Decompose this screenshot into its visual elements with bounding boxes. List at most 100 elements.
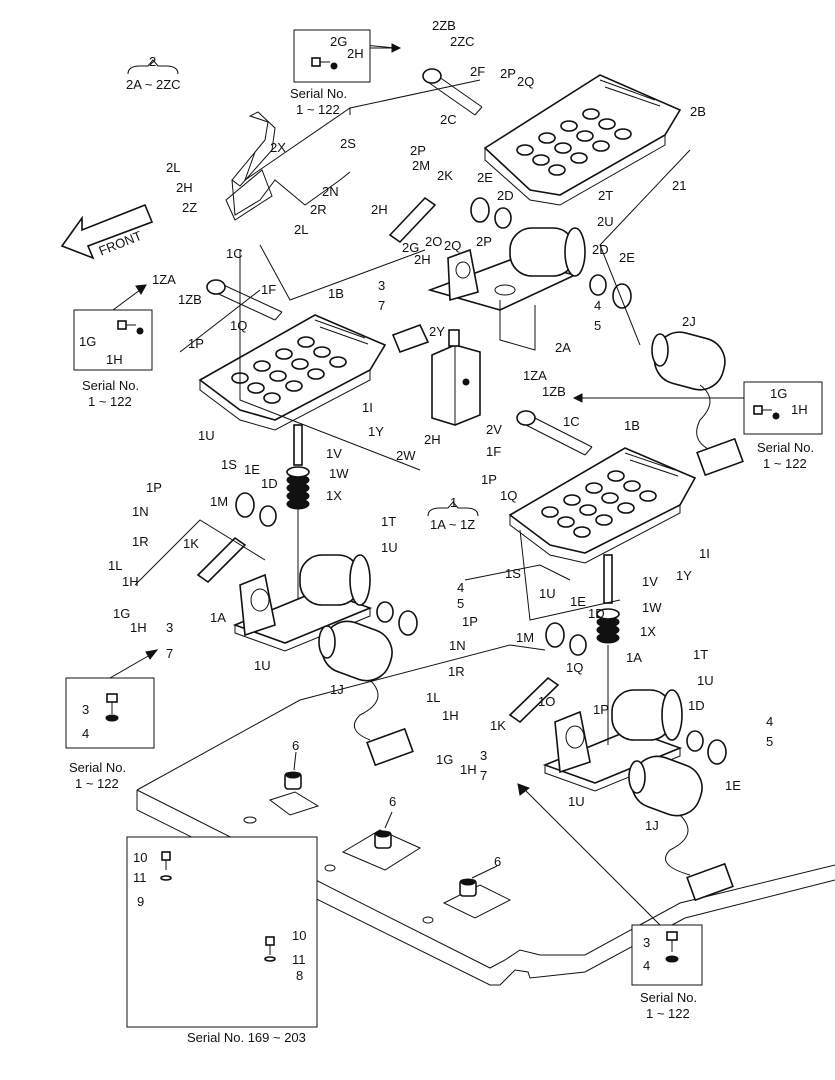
part-label-l1L: 1L (108, 558, 122, 573)
part-label-l1X2: 1X (640, 624, 656, 639)
rubber-mount-2 (374, 811, 393, 849)
pedal-hole (614, 128, 632, 140)
part-label-l1V: 1V (326, 446, 342, 461)
part-label-l2O: 2O (425, 234, 442, 249)
part-label-l1G: 1G (113, 606, 130, 621)
serial-label-left: Serial No. (82, 378, 139, 393)
serial-range-bottom-left: 1 ~ 122 (75, 776, 119, 791)
part-label-l8: 8 (296, 968, 303, 983)
pedal-hole (275, 348, 293, 360)
part-label-l1U6: 1U (568, 794, 585, 809)
pedal-hole (592, 140, 610, 152)
pedal-hole (554, 142, 572, 154)
part-label-l1P3: 1P (481, 472, 497, 487)
pedal-hole (601, 492, 619, 504)
motor-1J-left (318, 620, 414, 767)
part-label-l1P2: 1P (146, 480, 162, 495)
pedal-hole (541, 506, 559, 518)
part-label-l2H3: 2H (371, 202, 388, 217)
part-label-l2X: 2X (270, 140, 286, 155)
part-label-l2K: 2K (437, 168, 453, 183)
serial-label-169: Serial No. 169 ~ 203 (187, 1030, 306, 1045)
serial-label-right: Serial No. (757, 440, 814, 455)
part-label-l2U: 2U (597, 214, 614, 229)
pedal-2B-holes (516, 108, 632, 176)
part-label-l1V2: 1V (642, 574, 658, 589)
part-label-l1F2: 1F (486, 444, 501, 459)
part-label-l21: 21 (672, 178, 686, 193)
group-mid-range: 1A ~ 1Z (430, 517, 475, 532)
serial-label-bottom-left: Serial No. (69, 760, 126, 775)
part-label-l7b: 7 (166, 646, 173, 661)
part-label-l2P: 2P (500, 66, 516, 81)
part-label-l1U3: 1U (254, 658, 271, 673)
part-label-b4b: 4 (643, 958, 650, 973)
part-label-l1ZA: 1ZA (152, 272, 176, 287)
part-label-l1W: 1W (329, 466, 349, 481)
part-label-l2R: 2R (310, 202, 327, 217)
spring-1X-left (286, 424, 310, 600)
part-label-l1P5: 1P (593, 702, 609, 717)
part-label-l2Q: 2Q (517, 74, 534, 89)
part-label-l1R2: 1R (448, 664, 465, 679)
part-label-l9: 9 (137, 894, 144, 909)
part-label-l2H2: 2H (176, 180, 193, 195)
part-label-l5b: 5 (457, 596, 464, 611)
pedal-hole (329, 356, 347, 368)
part-label-l2J: 2J (682, 314, 696, 329)
part-label-l1C2: 1C (563, 414, 580, 429)
pedal-hole (573, 526, 591, 538)
part-label-l2D: 2D (497, 188, 514, 203)
part-label-l1W2: 1W (642, 600, 662, 615)
part-label-l1H: 1H (122, 574, 139, 589)
group-top-number: 2 (149, 54, 156, 69)
part-label-l2H: 2H (347, 46, 364, 61)
part-label-l1N2: 1N (449, 638, 466, 653)
part-label-l2G2: 2G (402, 240, 419, 255)
spring-1X-right (596, 554, 620, 745)
pedal-hole (532, 154, 550, 166)
part-label-l4c: 4 (766, 714, 773, 729)
pedal-hole (563, 494, 581, 506)
part-label-l2N: 2N (322, 184, 339, 199)
inset-box-serial-169 (126, 836, 318, 1028)
part-label-l5: 5 (594, 318, 601, 333)
part-label-l2G: 2G (330, 34, 347, 49)
serial-range-bottom-right: 1 ~ 122 (646, 1006, 690, 1021)
shaft-1C-left (206, 279, 283, 321)
pedal-hole (570, 152, 588, 164)
inset-box-3-left (65, 677, 155, 749)
part-label-l1H4: 1H (460, 762, 477, 777)
part-label-l1I2: 1I (699, 546, 710, 561)
part-label-b1G2: 1G (770, 386, 787, 401)
part-label-l3b: 3 (166, 620, 173, 635)
serial-range-left: 1 ~ 122 (88, 394, 132, 409)
pedal-hole (269, 370, 287, 382)
part-label-l2A: 2A (555, 340, 571, 355)
part-label-l2P3: 2P (476, 234, 492, 249)
part-label-l10b: 10 (292, 928, 306, 943)
pedal-hole (623, 480, 641, 492)
pedal-hole (538, 132, 556, 144)
pedal-hole (639, 490, 657, 502)
part-label-l1B: 1B (328, 286, 344, 301)
part-label-l7: 7 (378, 298, 385, 313)
motor-1J-right (628, 755, 734, 902)
group-brace-mid (427, 501, 479, 517)
part-label-l1ZB: 1ZB (178, 292, 202, 307)
bracket-1A-left (232, 554, 373, 652)
serial-label-top: Serial No. (290, 86, 347, 101)
part-label-l1M2: 1M (516, 630, 534, 645)
group-mid-number: 1 (450, 495, 457, 510)
part-label-l1J2: 1J (645, 818, 659, 833)
links (196, 196, 560, 724)
motor-2J (651, 331, 744, 477)
pedal-hole (560, 120, 578, 132)
part-label-l2E2: 2E (619, 250, 635, 265)
shaft-2C (422, 68, 483, 116)
pedal-hole (291, 358, 309, 370)
part-label-l2Y: 2Y (429, 324, 445, 339)
part-label-l1N: 1N (132, 504, 149, 519)
part-label-b1H2: 1H (791, 402, 808, 417)
part-label-b3: 3 (82, 702, 89, 717)
